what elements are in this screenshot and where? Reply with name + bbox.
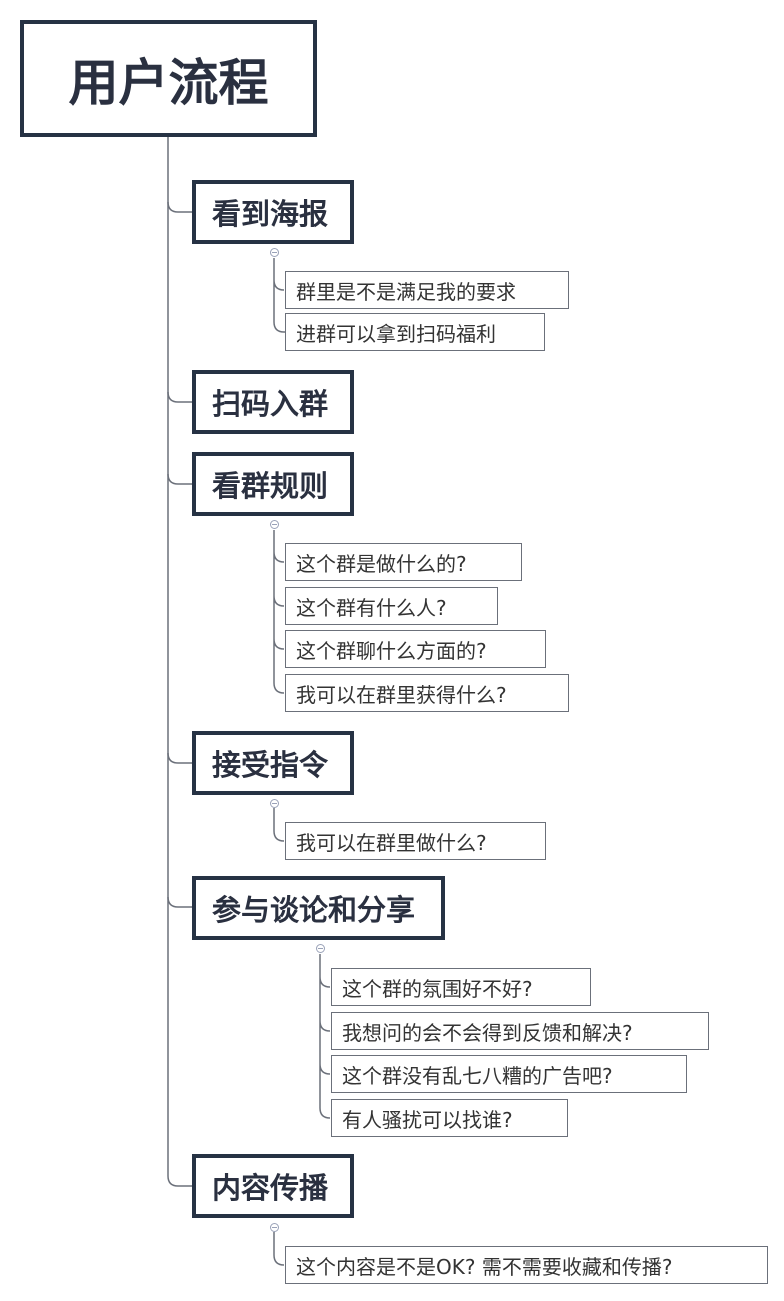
subtopic[interactable]: 进群可以拿到扫码福利	[285, 313, 545, 351]
subtopic[interactable]: 这个群是做什么的?	[285, 543, 522, 581]
subtopic[interactable]: 这个群聊什么方面的?	[285, 630, 546, 668]
subtopic[interactable]: 我可以在群里做什么?	[285, 822, 546, 860]
subtopic[interactable]: 这个群没有乱七八糟的广告吧?	[331, 1055, 687, 1093]
subtopic[interactable]: 我可以在群里获得什么?	[285, 674, 569, 712]
collapse-toggle-icon[interactable]	[270, 799, 279, 808]
branch-scan-join[interactable]: 扫码入群	[192, 370, 354, 434]
branch-discuss-share[interactable]: 参与谈论和分享	[192, 876, 445, 940]
branch-content-spread[interactable]: 内容传播	[192, 1154, 354, 1218]
branch-see-poster[interactable]: 看到海报	[192, 180, 354, 244]
subtopic[interactable]: 我想问的会不会得到反馈和解决?	[331, 1012, 709, 1050]
collapse-toggle-icon[interactable]	[270, 1223, 279, 1232]
subtopic[interactable]: 这个群的氛围好不好?	[331, 968, 591, 1006]
branch-group-rules[interactable]: 看群规则	[192, 452, 354, 516]
collapse-toggle-icon[interactable]	[270, 520, 279, 529]
collapse-toggle-icon[interactable]	[270, 248, 279, 257]
subtopic[interactable]: 群里是不是满足我的要求	[285, 271, 569, 309]
subtopic[interactable]: 这个内容是不是OK? 需不需要收藏和传播?	[285, 1246, 768, 1284]
subtopic[interactable]: 这个群有什么人?	[285, 587, 498, 625]
root-topic[interactable]: 用户流程	[20, 20, 317, 137]
subtopic[interactable]: 有人骚扰可以找谁?	[331, 1099, 568, 1137]
collapse-toggle-icon[interactable]	[316, 944, 325, 953]
branch-accept-instructions[interactable]: 接受指令	[192, 731, 354, 795]
